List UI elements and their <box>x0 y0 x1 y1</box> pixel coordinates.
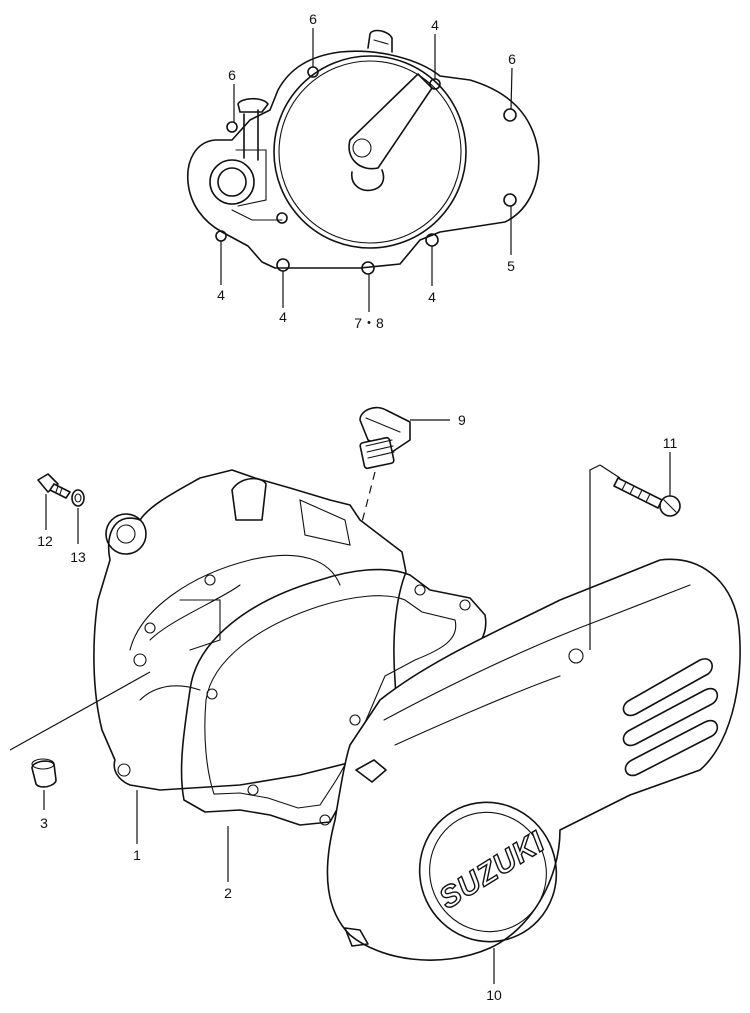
top-stator-circle-outer <box>273 55 467 249</box>
callout-1: 1 <box>133 847 141 863</box>
top-bolt-holes <box>215 66 517 275</box>
part-9-oil-plug <box>359 406 411 470</box>
part-13-washer <box>71 489 85 507</box>
part-3-dowel-pin <box>31 758 57 788</box>
part-11-screw <box>613 477 681 517</box>
top-arm <box>348 73 433 170</box>
callout-3: 3 <box>40 815 48 831</box>
callout-6-left: 6 <box>228 67 236 83</box>
callout-13: 13 <box>70 549 86 565</box>
top-oil-port-inner <box>217 167 247 197</box>
bottom-leader-lines <box>43 419 671 984</box>
top-oil-neck <box>237 97 269 161</box>
callout-10: 10 <box>486 987 502 1003</box>
part-12-bolt <box>37 473 71 499</box>
callout-4-bottom: 4 <box>279 309 287 325</box>
top-cover-outline-view <box>187 28 540 312</box>
callout-4-top: 4 <box>431 17 439 33</box>
top-cover-outline <box>187 50 540 269</box>
callout-9: 9 <box>458 412 466 428</box>
top-arm-hole <box>352 138 372 158</box>
callout-2: 2 <box>224 885 232 901</box>
top-oil-port-outer <box>209 159 255 205</box>
part-1-crankcase-cover <box>93 469 407 791</box>
part-10-clutch-cover <box>326 558 741 961</box>
callout-7-8: 7・8 <box>354 315 384 331</box>
callout-labels: 6 4 6 6 5 4 4 7・8 4 9 11 12 13 3 1 2 10 <box>37 11 677 1003</box>
callout-12: 12 <box>37 533 53 549</box>
top-arm-boss <box>351 169 385 192</box>
callout-6-right: 6 <box>508 51 516 67</box>
callout-11: 11 <box>663 435 678 451</box>
callout-4-right: 4 <box>428 289 436 305</box>
top-leader-lines <box>220 28 513 312</box>
top-tab <box>367 29 393 53</box>
assembly-lines <box>9 464 621 751</box>
top-stator-circle-inner <box>278 60 462 244</box>
callout-5: 5 <box>507 258 515 274</box>
callout-4-left: 4 <box>217 287 225 303</box>
cover-vents <box>622 658 719 777</box>
callout-6-top-center: 6 <box>309 11 317 27</box>
